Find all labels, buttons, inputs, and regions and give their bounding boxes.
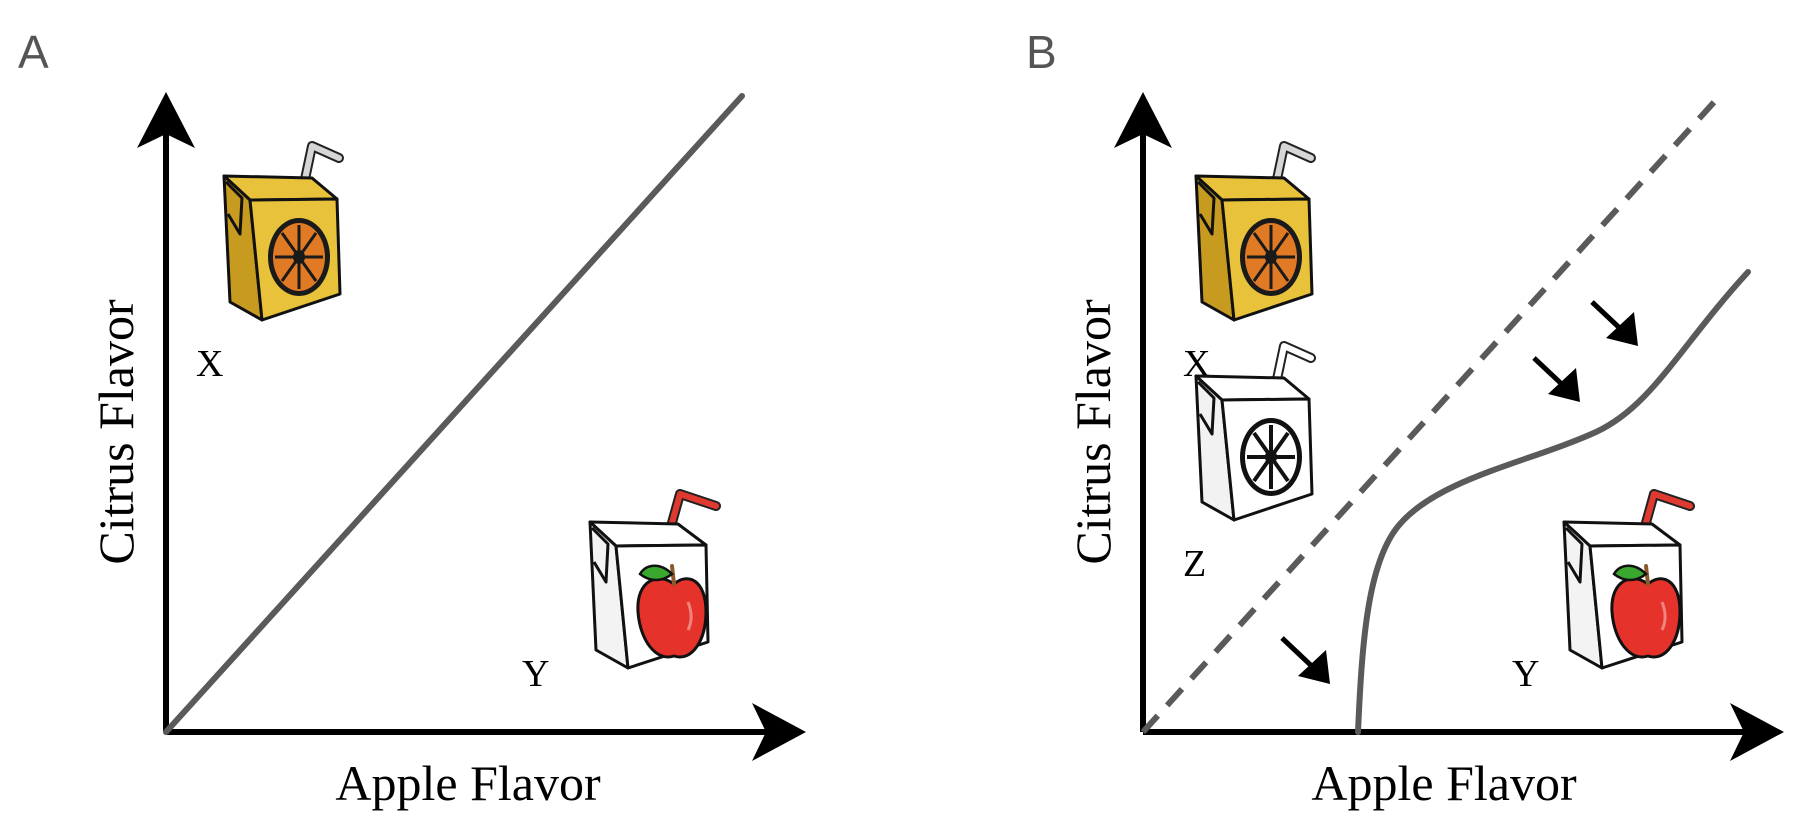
orange-juice-box-x xyxy=(1196,146,1312,320)
orange-slice-icon xyxy=(224,146,340,320)
shift-arrow-icon xyxy=(1590,300,1638,346)
panel-a-axes xyxy=(137,92,806,761)
box-label-x: X xyxy=(196,343,223,385)
x-axis-label: Apple Flavor xyxy=(335,755,601,811)
apple-icon xyxy=(1564,494,1690,668)
panel-letter-b: B xyxy=(1026,26,1057,78)
y-axis-arrowhead xyxy=(1114,92,1172,148)
apple-icon xyxy=(590,494,716,668)
box-label-z: Z xyxy=(1183,543,1206,585)
panel-b-axes xyxy=(1114,92,1784,761)
x-axis-arrowhead xyxy=(752,703,806,761)
apple-juice-box-y xyxy=(1564,494,1690,668)
shifted-boundary-curve xyxy=(1355,269,1751,735)
y-axis-arrowhead xyxy=(137,92,195,148)
panel-letter-a: A xyxy=(18,26,49,78)
panel-a: A Apple Flavor Citrus Flavor X Y xyxy=(18,26,806,811)
grayscale-juice-box-z xyxy=(1196,346,1312,520)
decision-boundary-line xyxy=(163,93,745,735)
y-axis-label: Citrus Flavor xyxy=(1065,299,1121,565)
orange-juice-box-x xyxy=(224,146,340,320)
shift-arrow-icon xyxy=(1532,356,1580,402)
box-label-y: Y xyxy=(1512,653,1539,695)
y-axis-label: Citrus Flavor xyxy=(88,299,144,565)
x-axis-label: Apple Flavor xyxy=(1311,755,1577,811)
x-axis-arrowhead xyxy=(1730,703,1784,761)
citrus-slice-icon xyxy=(1196,346,1312,520)
shift-arrow-icon xyxy=(1280,636,1330,684)
panel-b: B Apple Flavor Citrus Flavor xyxy=(1026,26,1784,811)
orange-slice-icon xyxy=(1196,146,1312,320)
box-label-y: Y xyxy=(522,653,549,695)
apple-juice-box-y xyxy=(590,494,716,668)
